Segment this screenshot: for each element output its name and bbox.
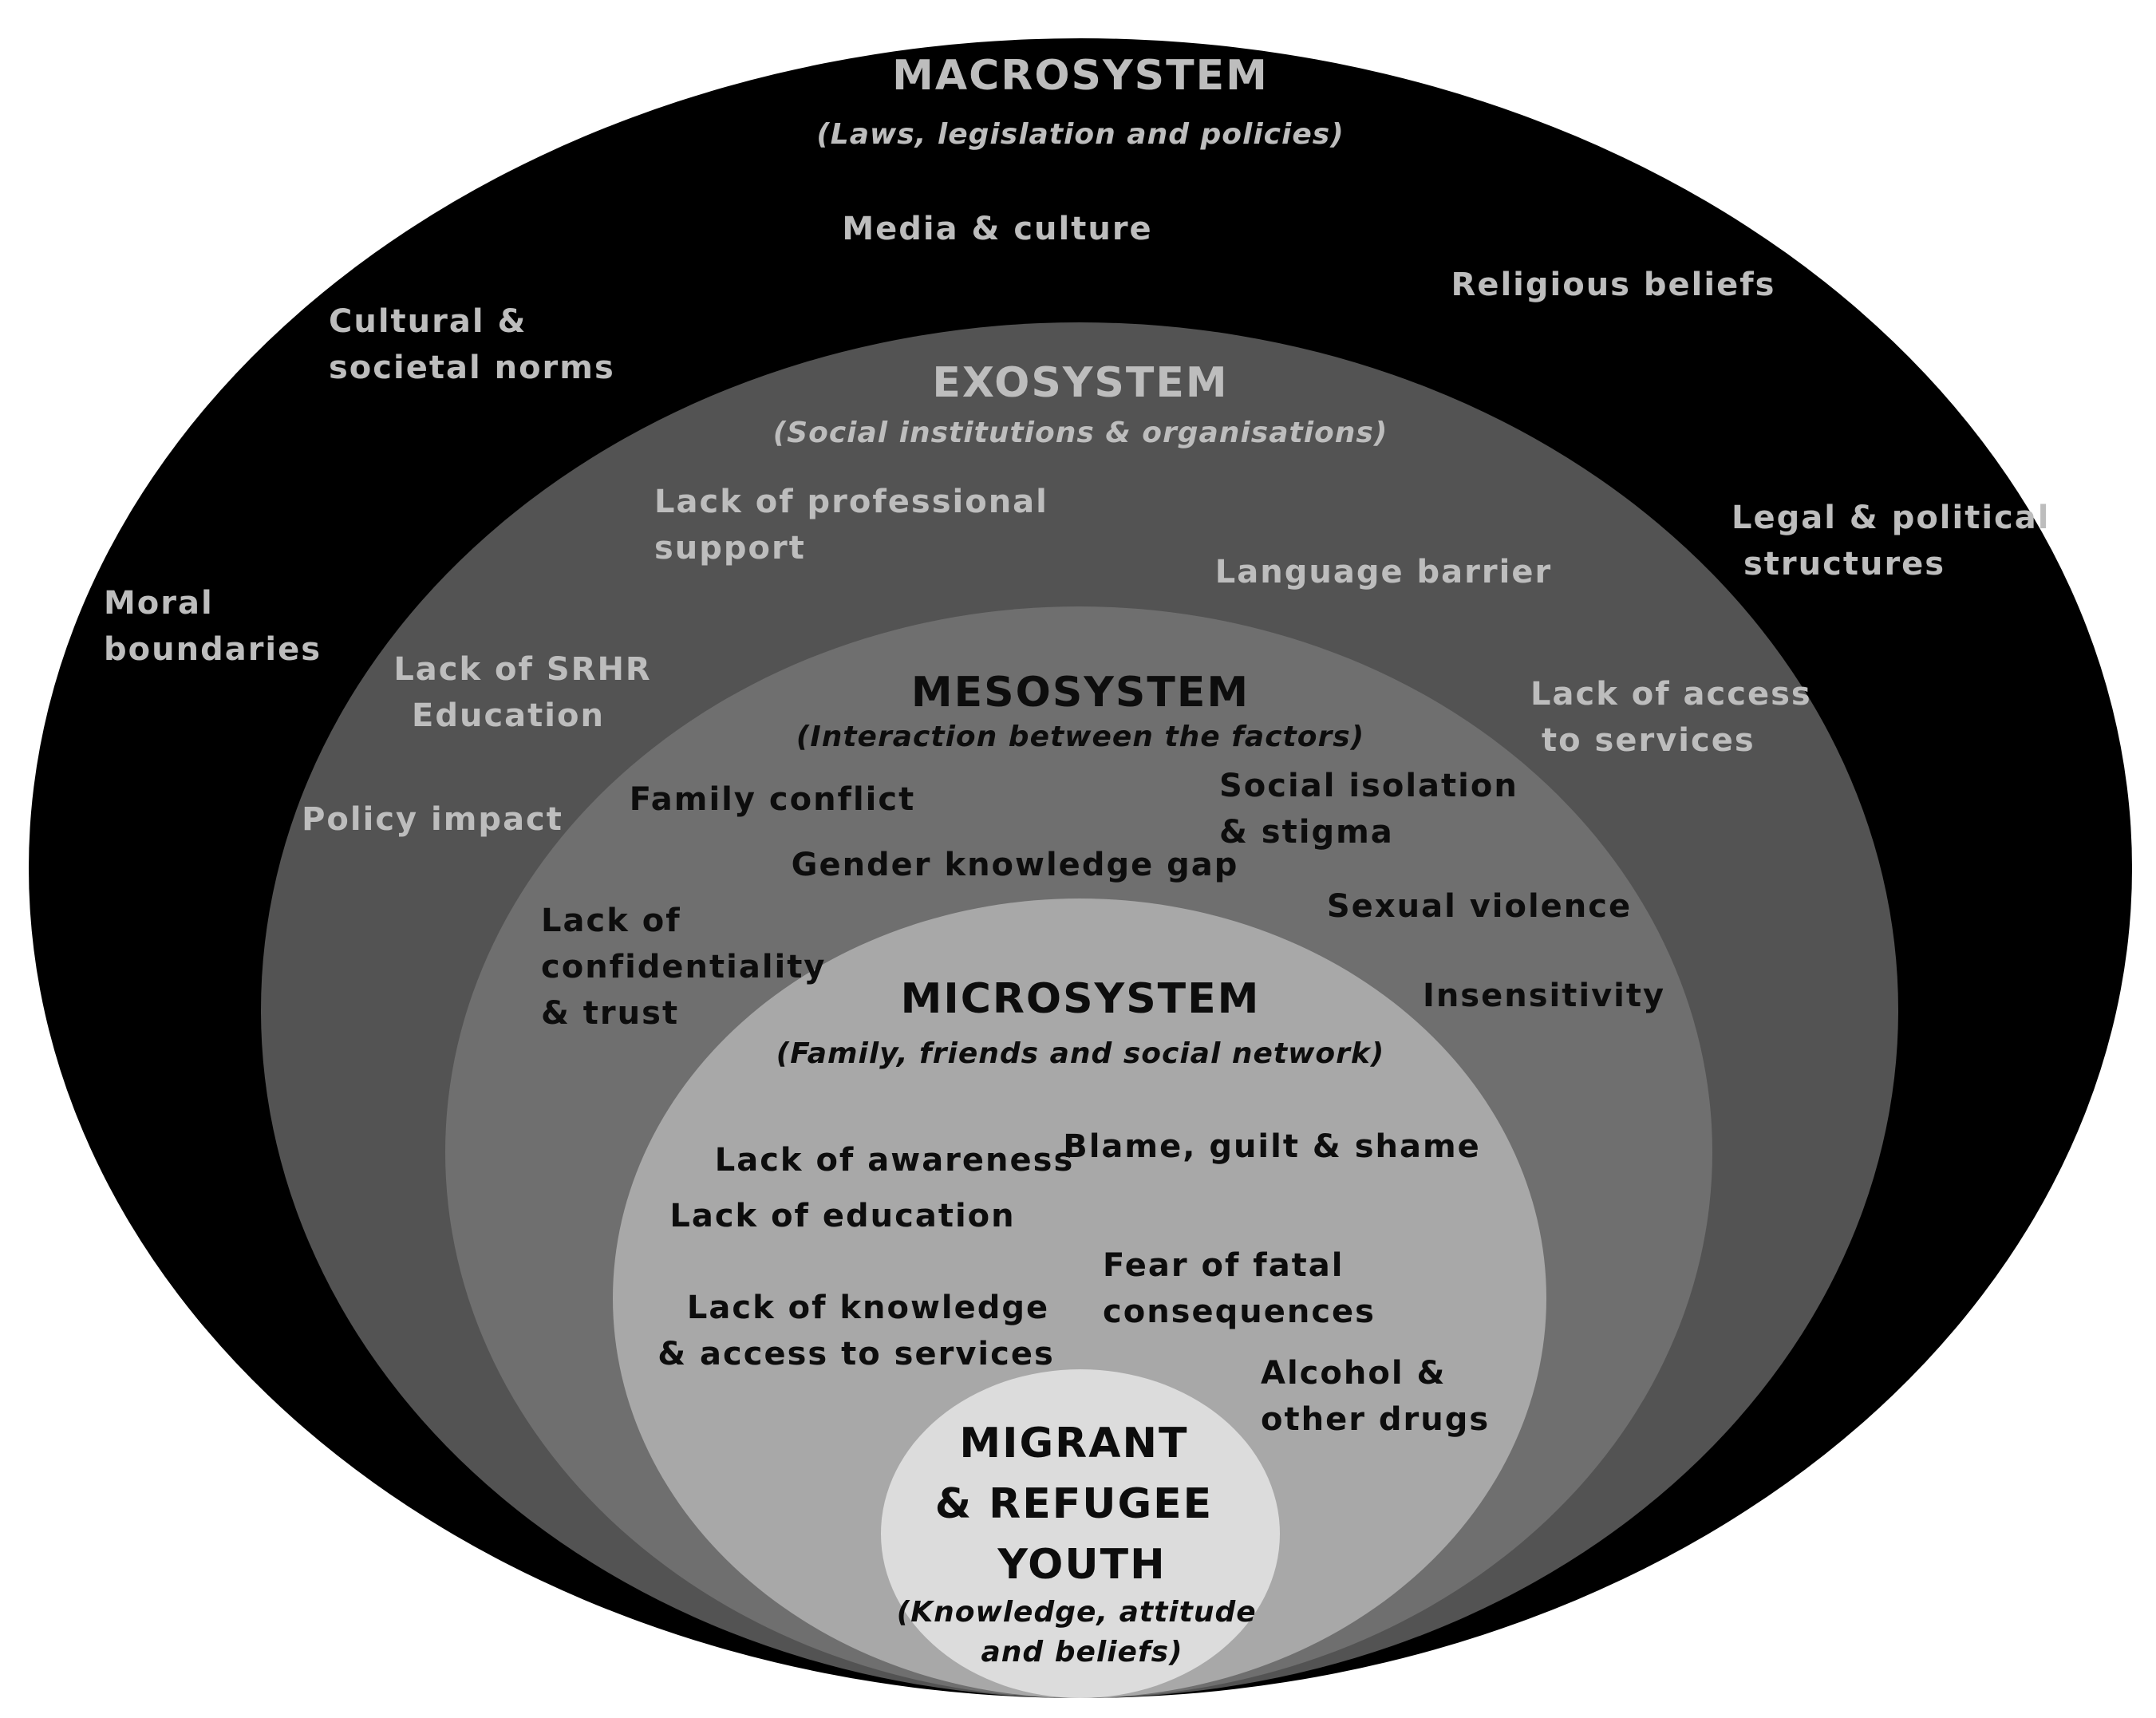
core-ellipse <box>881 1369 1280 1698</box>
micro-factor-blame: Blame, guilt & shame <box>1063 1128 1481 1165</box>
micro-factor-awareness: Lack of awareness <box>715 1142 1075 1179</box>
macrosystem-title: MACROSYSTEM <box>892 52 1269 100</box>
core-subtitle: (Knowledge, attitude and beliefs) <box>897 1596 1268 1669</box>
core-title: MIGRANT & REFUGEE YOUTH <box>935 1420 1230 1589</box>
exo-factor-policy: Policy impact <box>302 801 563 838</box>
microsystem-ellipse <box>613 898 1546 1698</box>
macrosystem-subtitle: (Laws, legislation and policies) <box>816 118 1344 151</box>
meso-factor-insensitivity: Insensitivity <box>1423 977 1665 1014</box>
macro-factor-cultural: Cultural & societal norms <box>329 303 615 386</box>
exosystem-subtitle: (Social institutions & organisations) <box>773 417 1388 449</box>
meso-factor-confidentiality: Lack of confidentiality & trust <box>541 902 839 1032</box>
exo-factor-srhr: Lack of SRHR Education <box>393 651 664 734</box>
micro-factor-fear: Fear of fatal consequences <box>1103 1247 1376 1330</box>
meso-factor-family-conflict: Family conflict <box>630 781 915 818</box>
micro-factor-knowledge: Lack of knowledge & access to services <box>657 1289 1062 1372</box>
macro-factor-media: Media & culture <box>842 211 1152 247</box>
macro-factor-legal: Legal & political structures <box>1732 500 2063 583</box>
macro-factor-religious: Religious beliefs <box>1451 267 1776 303</box>
micro-factor-education: Lack of education <box>669 1198 1015 1234</box>
exo-factor-professional: Lack of professional support <box>654 484 1061 567</box>
meso-factor-isolation: Social isolation & stigma <box>1219 768 1531 851</box>
macro-factor-moral: Moral boundaries <box>104 585 322 668</box>
mesosystem-title: MESOSYSTEM <box>911 669 1250 717</box>
mesosystem-subtitle: (Interaction between the factors) <box>796 721 1364 753</box>
exosystem-title: EXOSYSTEM <box>932 359 1228 407</box>
microsystem-title: MICROSYSTEM <box>901 975 1261 1023</box>
meso-factor-gender-gap: Gender knowledge gap <box>792 847 1239 883</box>
exo-factor-language: Language barrier <box>1215 554 1552 590</box>
microsystem-subtitle: (Family, friends and social network) <box>776 1037 1384 1070</box>
exo-factor-access: Lack of access to services <box>1530 676 1825 759</box>
meso-factor-sexual-violence: Sexual violence <box>1327 888 1632 925</box>
micro-factor-alcohol: Alcohol & other drugs <box>1261 1355 1490 1438</box>
